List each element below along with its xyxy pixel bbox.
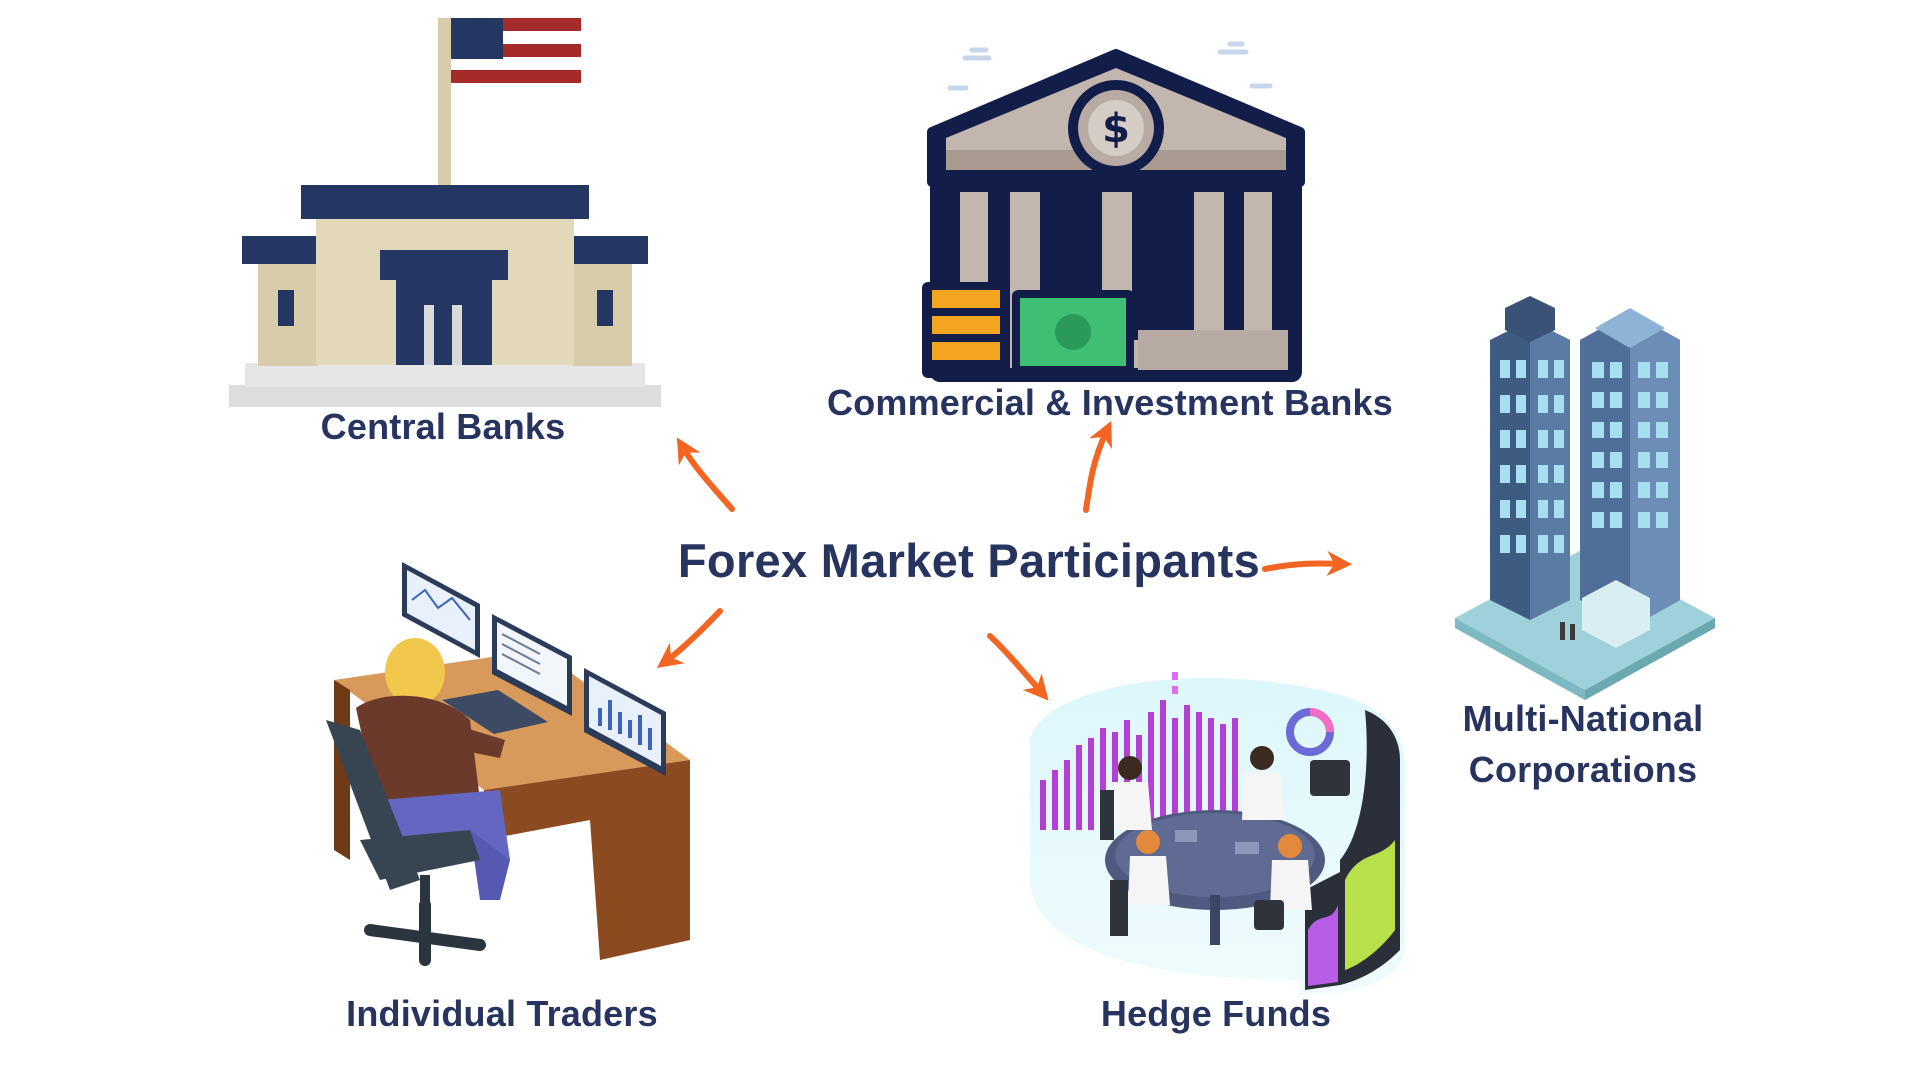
label-commercial-banks: Commercial & Investment Banks — [827, 382, 1393, 423]
label-individual-traders: Individual Traders — [346, 993, 658, 1034]
label-hedge-funds: Hedge Funds — [1100, 993, 1332, 1034]
arrow-to-central-banks — [676, 437, 735, 512]
svg-text:$: $ — [1102, 106, 1130, 152]
arrow-to-individual-traders — [656, 608, 723, 668]
skyscrapers-icon — [1455, 296, 1715, 700]
arrow-to-commercial-banks — [1083, 420, 1113, 513]
government-building-icon — [229, 18, 661, 407]
arrow-to-multinational — [1262, 550, 1353, 577]
label-multinational-line2: Corporations — [1468, 749, 1698, 790]
connector-arrows — [656, 420, 1353, 701]
label-central-banks: Central Banks — [320, 406, 566, 447]
arrow-to-hedge-funds — [987, 633, 1049, 701]
bank-dollar-icon: $ — [922, 41, 1305, 382]
meeting-dashboard-icon — [1030, 672, 1405, 995]
label-multinational-line1: Multi-National — [1462, 698, 1704, 739]
center-title: Forex Market Participants — [677, 534, 1261, 587]
trader-desk-icon — [326, 562, 690, 966]
